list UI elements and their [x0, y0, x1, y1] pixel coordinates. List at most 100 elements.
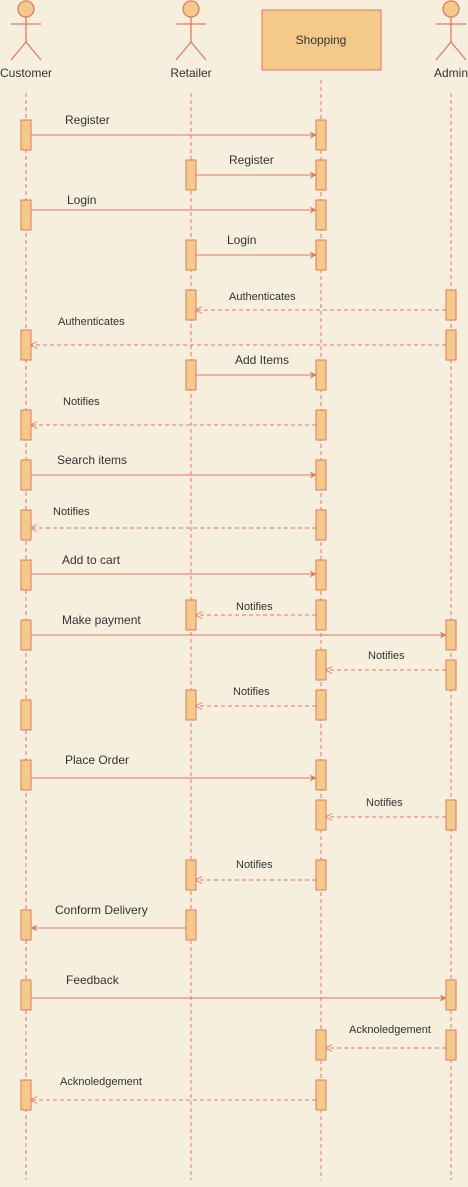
- message-label: Feedback: [66, 973, 120, 987]
- activation-box-shopping: [315, 759, 327, 791]
- activation-box-customer: [20, 699, 32, 731]
- message-label: Place Order: [65, 753, 129, 767]
- activation-box-shopping: [315, 459, 327, 491]
- shopping-label: Shopping: [296, 33, 347, 47]
- message-20: Feedback: [31, 973, 447, 1002]
- activation-box-shopping: [315, 649, 327, 681]
- activation-box-customer: [20, 619, 32, 651]
- message-label: Authenticates: [58, 316, 125, 328]
- message-11: Add to cart: [31, 553, 317, 578]
- message-label: Search items: [57, 453, 127, 467]
- activation-box-customer: [20, 759, 32, 791]
- message-5: Authenticates: [196, 291, 446, 310]
- customer-label: Customer: [0, 66, 52, 80]
- activation-box-customer: [20, 509, 32, 541]
- activation-box-shopping: [315, 159, 327, 191]
- activation-box-retailer: [185, 859, 197, 891]
- message-10: Notifies: [31, 506, 316, 528]
- activation-box-retailer: [185, 909, 197, 941]
- message-9: Search items: [31, 453, 317, 479]
- message-label: Login: [67, 193, 96, 207]
- shopping-object-box: [261, 9, 382, 71]
- message-label: Register: [229, 153, 274, 167]
- activation-box-customer: [20, 559, 32, 591]
- activation-box-shopping: [315, 199, 327, 231]
- activation-box-admin: [445, 799, 457, 831]
- message-17: Notifies: [326, 797, 446, 817]
- activation-box-shopping: [315, 1029, 327, 1061]
- participant-shopping: Shopping: [261, 9, 382, 71]
- activation-box-shopping: [315, 359, 327, 391]
- message-19: Conform Delivery: [30, 903, 186, 932]
- message-label: Register: [65, 113, 110, 127]
- participant-retailer: Retailer: [170, 0, 212, 80]
- message-4: Login: [196, 233, 317, 259]
- message-8: Notifies: [31, 396, 316, 425]
- message-label: Notifies: [366, 797, 403, 809]
- message-label: Notifies: [63, 396, 100, 408]
- message-22: Acknoledgement: [31, 1076, 316, 1100]
- activation-box-retailer: [185, 239, 197, 271]
- message-13: Make payment: [31, 613, 447, 639]
- message-15: Notifies: [196, 686, 316, 706]
- activation-box-shopping: [315, 119, 327, 151]
- activation-box-shopping: [315, 689, 327, 721]
- message-18: Notifies: [196, 859, 316, 880]
- message-label: Conform Delivery: [55, 903, 148, 917]
- admin-actor-icon: [435, 0, 467, 61]
- retailer-actor-icon: [175, 0, 207, 61]
- activation-box-retailer: [185, 599, 197, 631]
- activation-box-shopping: [315, 239, 327, 271]
- message-12: Notifies: [196, 601, 316, 615]
- message-label: Add Items: [235, 353, 289, 367]
- activation-box-customer: [20, 1079, 32, 1111]
- activation-box-customer: [20, 979, 32, 1011]
- message-21: Acknoledgement: [326, 1024, 446, 1048]
- activation-box-customer: [20, 459, 32, 491]
- message-label: Notifies: [233, 686, 270, 698]
- message-label: Notifies: [236, 859, 273, 871]
- activation-box-retailer: [185, 359, 197, 391]
- activation-box-admin: [445, 1029, 457, 1061]
- message-label: Acknoledgement: [60, 1076, 142, 1088]
- activation-box-shopping: [315, 859, 327, 891]
- activation-box-retailer: [185, 689, 197, 721]
- activation-box-shopping: [315, 559, 327, 591]
- activation-box-admin: [445, 659, 457, 691]
- activation-box-admin: [445, 289, 457, 321]
- message-14: Notifies: [326, 650, 446, 670]
- activation-box-retailer: [185, 289, 197, 321]
- message-label: Notifies: [236, 601, 273, 613]
- message-label: Make payment: [62, 613, 141, 627]
- activation-box-shopping: [315, 509, 327, 541]
- message-label: Add to cart: [62, 553, 121, 567]
- activation-box-customer: [20, 119, 32, 151]
- activation-box-customer: [20, 409, 32, 441]
- activation-box-admin: [445, 979, 457, 1011]
- message-16: Place Order: [31, 753, 317, 782]
- activation-box-shopping: [315, 599, 327, 631]
- participant-customer: Customer: [0, 0, 52, 80]
- customer-actor-icon: [10, 0, 42, 61]
- activation-box-admin: [445, 329, 457, 361]
- participant-admin: Admin: [434, 0, 468, 80]
- message-1: Register: [31, 113, 317, 139]
- activation-box-customer: [20, 199, 32, 231]
- activation-box-admin: [445, 619, 457, 651]
- activation-box-shopping: [315, 1079, 327, 1111]
- activation-box-customer: [20, 909, 32, 941]
- activation-box-customer: [20, 329, 32, 361]
- message-label: Login: [227, 233, 256, 247]
- message-label: Notifies: [53, 506, 90, 518]
- message-label: Notifies: [368, 650, 405, 662]
- message-2: Register: [196, 153, 317, 179]
- message-6: Authenticates: [31, 316, 446, 345]
- message-label: Authenticates: [229, 291, 296, 303]
- activation-box-shopping: [315, 799, 327, 831]
- message-label: Acknoledgement: [349, 1024, 431, 1036]
- admin-label: Admin: [434, 66, 468, 80]
- message-7: Add Items: [196, 353, 317, 379]
- message-3: Login: [31, 193, 317, 214]
